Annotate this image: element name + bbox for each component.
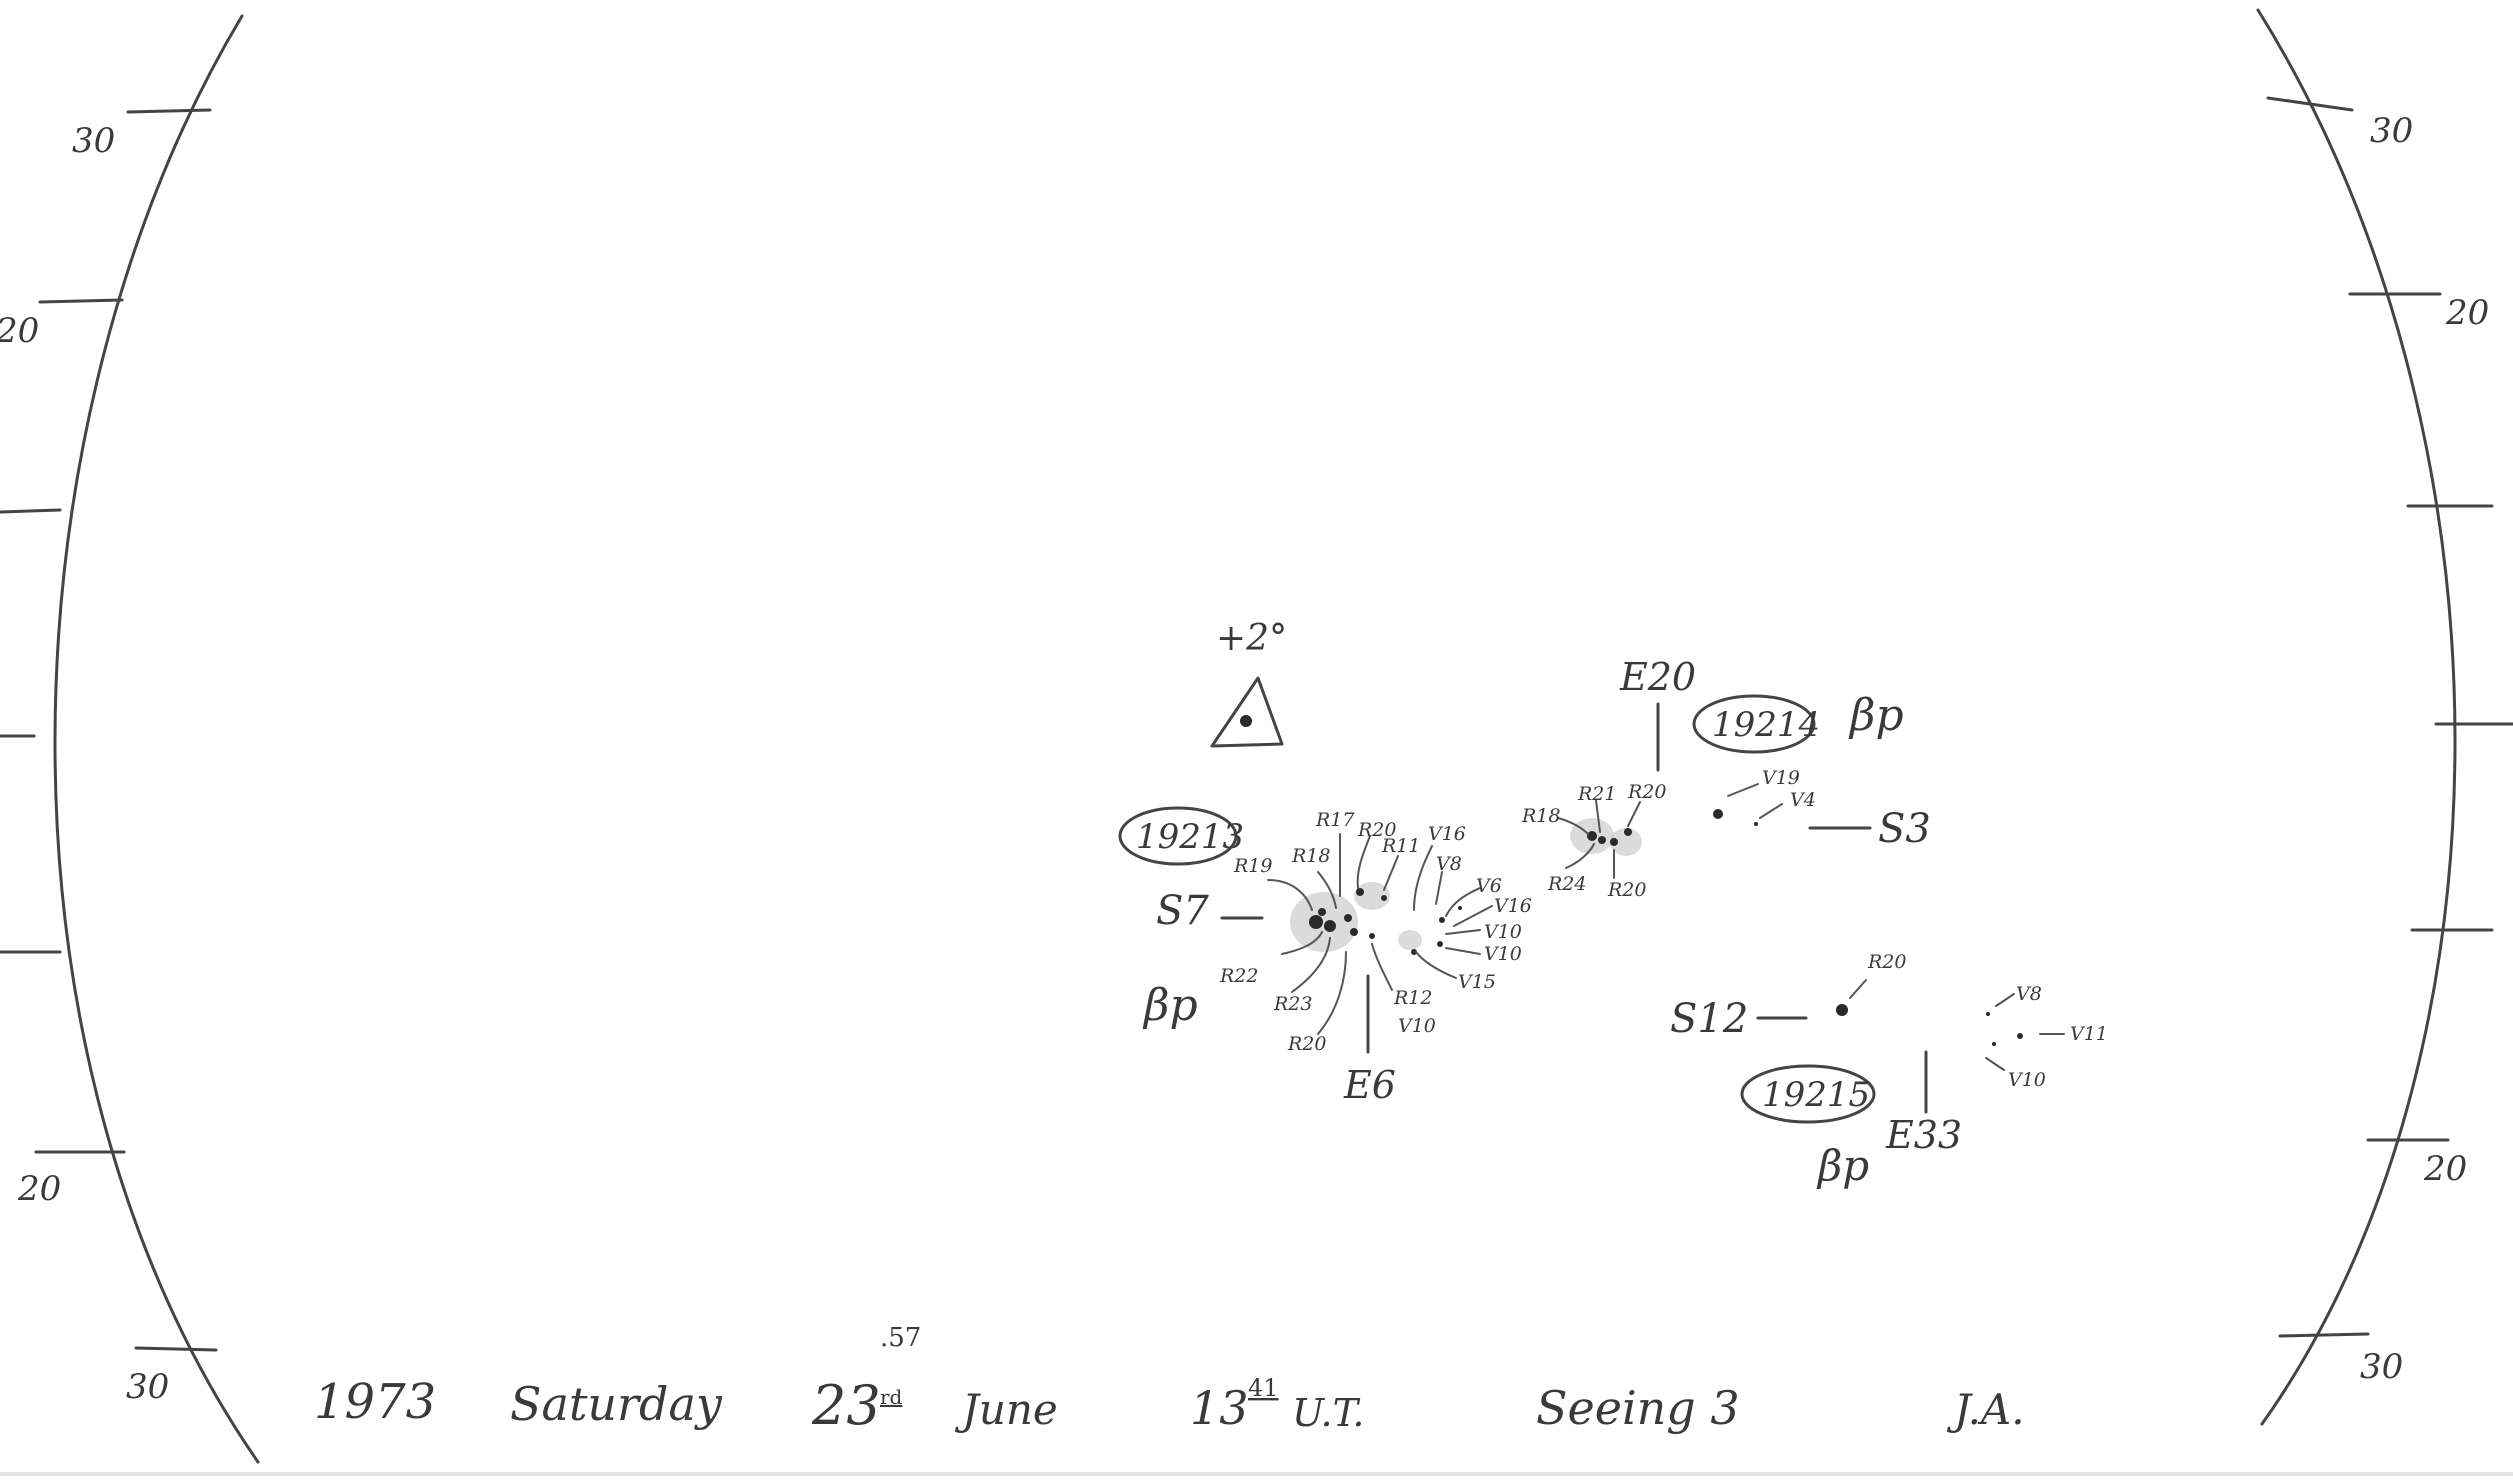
footer-date: 23 — [811, 1374, 881, 1437]
footer-month: June — [954, 1385, 1058, 1434]
right-latitude-label-south-20: 20 — [2423, 1149, 2467, 1189]
spot-label: R20 — [1357, 819, 1396, 841]
spot-label: R11 — [1381, 835, 1420, 857]
spot-label: V8 — [2016, 983, 2042, 1005]
footer-seeing: Seeing 3 — [1536, 1381, 1740, 1435]
left-limb-arc — [53, 14, 260, 1464]
group-number: 19213 — [1136, 817, 1244, 857]
spot-label: R21 — [1577, 783, 1616, 805]
footer-year: 1973 — [314, 1374, 436, 1430]
right-latitude-ticks — [2266, 96, 2513, 1338]
group-number: 19215 — [1762, 1075, 1870, 1115]
right-latitude-label-north-30: 30 — [2370, 111, 2413, 151]
spot-label: R20 — [1607, 879, 1646, 901]
spot-label: R22 — [1219, 965, 1258, 987]
spot-label: V6 — [1476, 875, 1502, 897]
reference-spot-dot — [1240, 715, 1252, 727]
sunspot-group-19213: 19213 S7 βp E6 — [1118, 806, 1532, 1107]
footer-time-hours: 13 — [1190, 1381, 1249, 1435]
spot-label: V8 — [1436, 853, 1462, 875]
footer-date-fraction: .57 — [880, 1323, 921, 1353]
group-number-ring — [1740, 1064, 1876, 1124]
group-number: 19214 — [1712, 705, 1820, 745]
spot-label: R12 — [1393, 987, 1432, 1009]
right-latitude-label-south-30: 30 — [2360, 1347, 2403, 1387]
right-limb-arc — [2256, 8, 2457, 1426]
footer-observer: J.A. — [1946, 1385, 2025, 1434]
spot-label: R17 — [1315, 809, 1355, 831]
spot-label: R18 — [1291, 845, 1330, 867]
spot-label: V10 — [1398, 1015, 1436, 1037]
spot-label: V10 — [1484, 943, 1522, 965]
spot-label: V10 — [1484, 921, 1522, 943]
left-latitude-label-south-20: 20 — [17, 1169, 61, 1209]
footer-time-unit: U.T. — [1292, 1391, 1364, 1435]
spot-label: R18 — [1521, 805, 1560, 827]
footer-date-suffix: rd — [880, 1385, 903, 1409]
sunspot-group-19214: E20 19214 βp S3 R18 R21 R20 R24 R20 V19 … — [1521, 655, 1931, 901]
spot-label: V16 — [1494, 895, 1532, 917]
footer-day: Saturday — [510, 1377, 723, 1431]
spot-label: R23 — [1273, 993, 1312, 1015]
polar-orientation-marker: +2° — [1210, 618, 1287, 748]
classification: βp — [1142, 980, 1198, 1031]
spot-label: R20 — [1867, 951, 1906, 973]
left-latitude-ticks — [0, 108, 218, 1352]
sunspot-group-19215: S12 R20 V8 V11 V10 19215 E33 βp — [1670, 951, 2108, 1190]
right-latitude-label-north-20: 20 — [2445, 293, 2489, 333]
spot-label: V19 — [1762, 767, 1800, 789]
latitude-mark: S7 — [1156, 888, 1209, 934]
latitude-mark: S3 — [1878, 806, 1931, 852]
left-latitude-label-south-30: 30 — [126, 1367, 169, 1407]
spot-label: V15 — [1458, 971, 1496, 993]
footer-time-minutes: 41 — [1248, 1374, 1279, 1402]
classification: βp — [1816, 1141, 1869, 1190]
longitude-mark: E6 — [1343, 1063, 1396, 1107]
group-number-ring — [1692, 694, 1816, 754]
spot-label: R19 — [1233, 855, 1272, 877]
spot-label: V10 — [2008, 1069, 2046, 1091]
left-latitude-label-north-20: 20 — [0, 311, 39, 351]
spot-label: R20 — [1287, 1033, 1326, 1055]
polar-marker-label: +2° — [1216, 618, 1287, 659]
spot-label: R20 — [1627, 781, 1666, 803]
longitude-mark: E33 — [1885, 1113, 1962, 1157]
spot-label: V4 — [1790, 789, 1816, 811]
group-number-ring — [1118, 806, 1238, 866]
observation-footer: 1973 Saturday 23 .57 rd June 13 41 U.T. … — [314, 1323, 2025, 1437]
spot-label: V16 — [1428, 823, 1466, 845]
spot-label: R24 — [1547, 873, 1586, 895]
latitude-mark: S12 — [1670, 996, 1748, 1042]
classification: βp — [1848, 690, 1904, 741]
triangle-icon — [1210, 676, 1284, 748]
longitude-mark: E20 — [1619, 655, 1696, 699]
spot-label: V11 — [2070, 1023, 2108, 1045]
left-latitude-label-north-30: 30 — [72, 121, 115, 161]
